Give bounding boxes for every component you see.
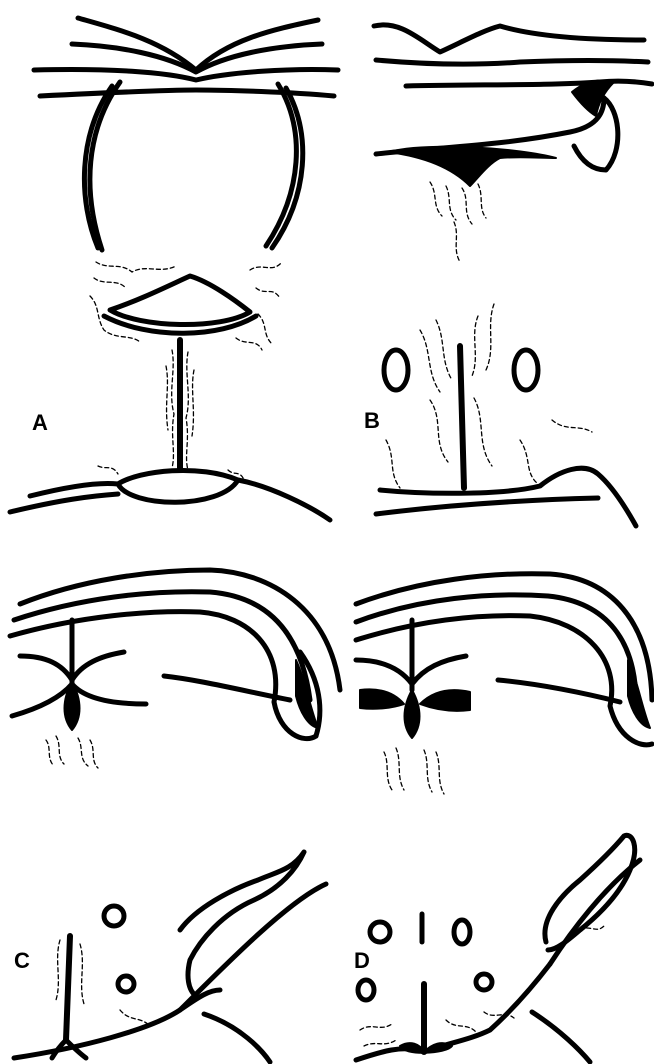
panel-label-a: A: [32, 410, 48, 435]
stipple-cluster-c1: [46, 736, 98, 768]
stipple-cluster-b1: [430, 182, 486, 262]
stipple-cluster-d2: [360, 926, 604, 1046]
panel-label-c: C: [14, 948, 30, 973]
panel-d: D: [354, 574, 652, 1062]
panel-a: A: [10, 18, 338, 520]
stipple-cluster-b2: [386, 304, 592, 488]
panel-c: C: [10, 570, 340, 1062]
panel-label-b: B: [364, 408, 380, 433]
stipple-cluster-d1: [384, 748, 444, 794]
panel-b: B: [364, 25, 652, 526]
panel-label-d: D: [354, 948, 370, 973]
